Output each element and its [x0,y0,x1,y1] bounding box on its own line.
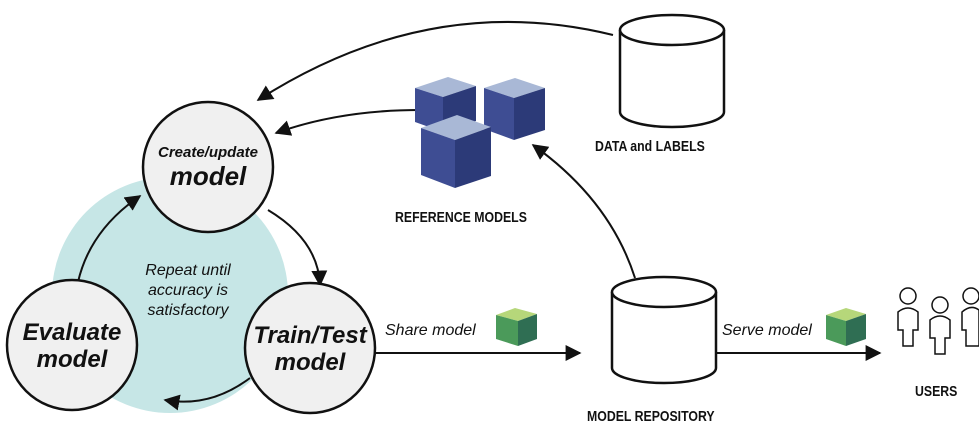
arrow-reference-to-create [274,109,421,136]
shared-model-cube-icon [496,308,537,346]
user-person-icon [897,287,919,347]
reference-model-cube-icon [415,77,476,132]
reference-model-cube-icon [484,78,545,140]
arrow-evaluate-to-create [77,195,142,283]
share-model-label: Share model [385,322,476,339]
create-model-label-line1: Create/update [157,144,259,161]
arrow-create-to-train [267,209,328,287]
model-repository-label: MODEL REPOSITORY [587,408,715,425]
users-label: USERS [915,383,958,400]
user-person-icon [961,287,979,347]
evaluate-node-circle [5,278,139,412]
reference-model-cube-icon [421,115,491,188]
repeat-note-line2: accuracy is [147,282,229,299]
model-repository-cylinder-icon [610,275,718,385]
arrow-data-to-create [256,20,614,101]
data-and-labels-label: DATA and LABELS [595,138,705,155]
create-model-label-line2: model [169,161,247,191]
served-model-cube-icon [826,308,866,346]
reference-models-label: REFERENCE MODELS [395,209,527,226]
train-test-node: Train/Test model [245,314,375,384]
evaluate-label-line2: model [36,345,108,373]
data-labels-cylinder-icon [618,13,726,129]
repeat-note: Repeat until accuracy is satisfactory [128,255,248,327]
create-model-node: Create/update model [143,130,273,204]
serve-model-label: Serve model [722,322,812,339]
evaluate-label-line1: Evaluate [22,318,122,346]
repeat-note-line3: satisfactory [147,302,229,319]
arrow-repository-to-reference [531,144,636,279]
evaluate-node: Evaluate model [7,311,137,381]
train-test-label-line1: Train/Test [253,321,367,349]
repeat-note-line1: Repeat until [145,262,231,279]
create-model-node-circle [141,100,275,234]
arrow-train-to-evaluate [163,377,251,411]
train-test-label-line2: model [274,348,346,376]
user-person-icon [929,296,951,355]
train-test-node-circle [243,281,377,415]
